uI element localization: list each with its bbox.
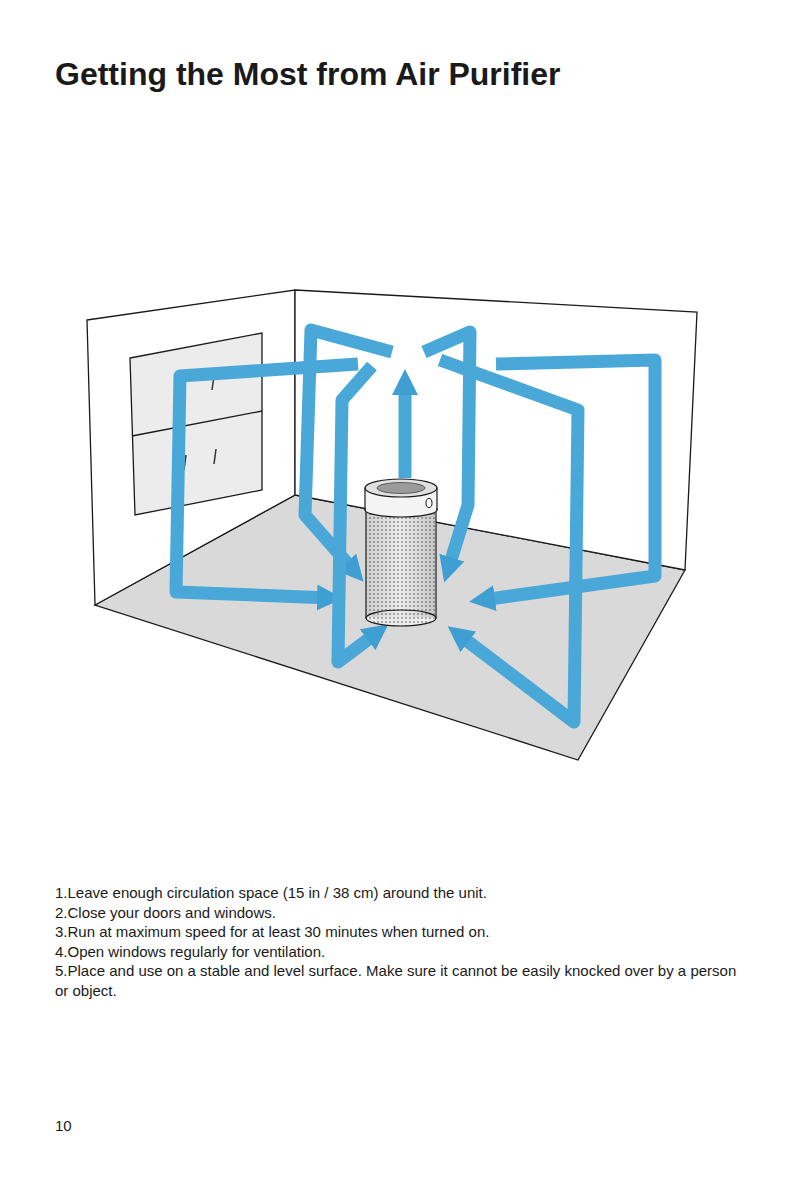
instruction-item: 4.Open windows regularly for ventilation…: [55, 942, 745, 962]
back-wall: [295, 290, 697, 570]
instruction-item: 3.Run at maximum speed for at least 30 m…: [55, 922, 745, 942]
window: [130, 333, 262, 515]
instruction-item: 2.Close your doors and windows.: [55, 903, 745, 923]
instruction-list: 1.Leave enough circulation space (15 in …: [55, 883, 745, 1000]
air-purifier: [365, 479, 437, 626]
instruction-item: 5.Place and use on a stable and level su…: [55, 961, 745, 1000]
page-number: 10: [55, 1116, 72, 1135]
page-title: Getting the Most from Air Purifier: [55, 54, 561, 94]
left-wall: [87, 290, 295, 605]
airflow-arrows: [176, 330, 655, 722]
instruction-item: 1.Leave enough circulation space (15 in …: [55, 883, 745, 903]
